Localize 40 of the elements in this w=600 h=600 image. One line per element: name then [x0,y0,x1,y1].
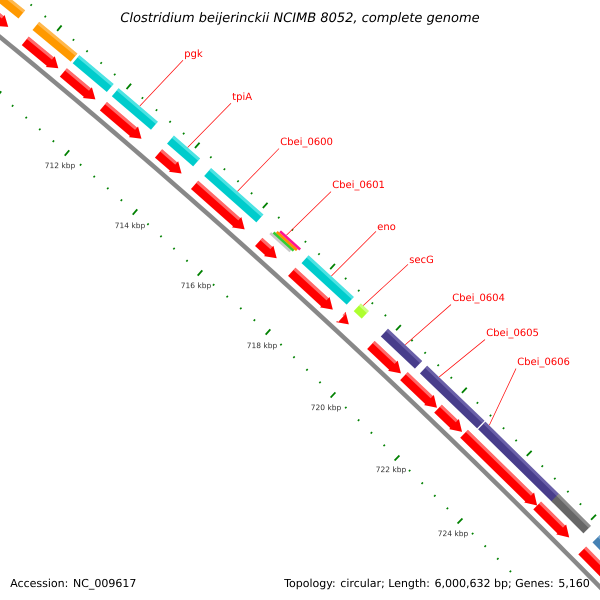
gene-bar [354,304,369,319]
gene-feature [22,36,58,68]
leader-line [489,368,516,426]
gene-label: Cbei_0604 [452,293,504,304]
gene-feature [60,68,96,100]
gene-label: secG [410,256,433,264]
gene-bar [269,230,302,252]
gene-label: pgk [185,49,203,60]
gene-feature [100,102,142,139]
gene-bar [592,535,600,550]
leader-line [331,231,376,276]
gene-feature [367,341,401,374]
gene-label: Cbei_0601 [332,180,384,190]
leader-line [237,148,280,192]
gene-feature [336,312,349,324]
gene-bar [0,0,26,18]
gene-feature [0,13,8,27]
gene-feature [255,238,277,258]
leader-line [404,304,452,346]
leader-line [139,60,184,106]
leader-line [438,339,486,378]
gene-label: eno [378,224,396,230]
gene-feature [460,430,538,506]
leader-line [187,102,232,148]
gene-feature [434,404,462,432]
footer-text: Topology: circular; Length: 6,000,632 bp; Genes: 5,160 [284,578,590,590]
gene-feature [154,149,182,174]
gene-feature [190,180,245,230]
title: Clostridium beijerinckii NCIMB 8052, complete genome [120,12,480,25]
gene-feature [578,546,600,576]
leader-line [362,264,408,306]
gene-label: Cbei_0600 [280,137,332,148]
footer-text: Accession: NC_009617 [10,578,136,590]
gene-feature [400,372,437,408]
gene-label: Cbei_0606 [518,357,570,368]
gene-feature [533,502,570,538]
gene-label: Cbei_0605 [486,328,538,338]
leader-line [286,191,332,236]
gene-feature [288,268,333,310]
gene-label: tpiA [232,92,252,102]
